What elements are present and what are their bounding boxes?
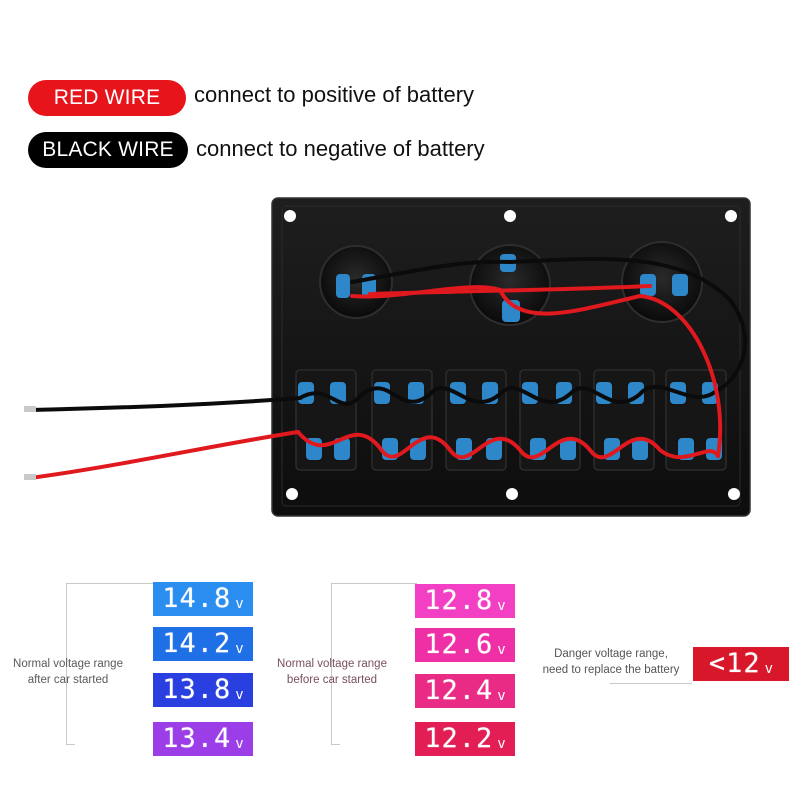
voltage-display: 14.8 v	[153, 582, 253, 616]
range-label-before-started: Normal voltage range before car started	[277, 658, 387, 686]
voltage-value: 12.4	[424, 675, 494, 706]
voltage-unit: v	[235, 687, 244, 703]
voltage-value: 12.8	[424, 585, 494, 616]
voltage-unit: v	[497, 642, 506, 658]
voltage-unit: v	[497, 688, 506, 704]
black-wire-badge: BLACK WIRE	[28, 132, 188, 168]
voltage-display: 14.2 v	[153, 627, 253, 661]
voltage-unit: v	[764, 661, 774, 677]
voltage-value: 12.6	[424, 629, 494, 660]
red-wire-description: connect to positive of battery	[194, 82, 475, 107]
voltage-unit: v	[235, 641, 244, 657]
voltage-unit: v	[235, 596, 244, 612]
voltage-display: 12.8 v	[415, 584, 515, 618]
voltage-value: 13.4	[162, 723, 232, 754]
voltage-display: 13.8 v	[153, 673, 253, 707]
voltage-unit: v	[497, 736, 506, 752]
mounting-holes	[284, 210, 740, 500]
black-wire-label: BLACK WIRE	[42, 138, 174, 161]
voltage-unit: v	[497, 598, 506, 614]
voltage-value: 12.2	[424, 723, 494, 754]
voltage-unit: v	[235, 736, 244, 752]
voltage-value: 14.2	[162, 628, 232, 659]
voltage-display: 12.4 v	[415, 674, 515, 708]
socket-3	[621, 241, 703, 323]
voltage-value: 13.8	[162, 674, 232, 705]
socket-2	[469, 244, 551, 326]
range-label-after-started: Normal voltage range after car started	[13, 658, 123, 686]
red-wire-badge: RED WIRE	[28, 80, 186, 116]
voltage-display: 13.4 v	[153, 722, 253, 756]
voltage-display: 12.2 v	[415, 722, 515, 756]
red-wiring	[28, 284, 723, 480]
range-label-danger: Danger voltage range, need to replace th…	[542, 648, 680, 676]
bracket-after-started	[66, 583, 75, 745]
voltage-value: <12	[708, 648, 761, 679]
bracket-before-started	[331, 583, 340, 745]
red-wire-label: RED WIRE	[53, 86, 161, 109]
voltage-display: <12 v	[693, 647, 789, 681]
black-wire-description: connect to negative of battery	[196, 136, 485, 161]
black-wiring	[28, 256, 747, 412]
voltage-display: 12.6 v	[415, 628, 515, 662]
switch-panel-photo	[24, 197, 751, 517]
voltage-value: 14.8	[162, 583, 232, 614]
